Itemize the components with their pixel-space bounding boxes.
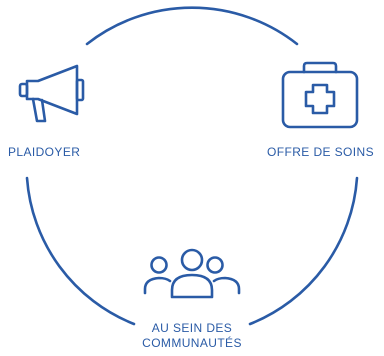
megaphone-icon (18, 64, 85, 123)
arc-right (248, 176, 359, 326)
label-plaidoyer: PLAIDOYER (8, 145, 81, 159)
label-communautes: AU SEIN DES COMMUNAUTÉS (92, 321, 292, 351)
label-offre-de-soins: OFFRE DE SOINS (267, 145, 374, 159)
group-people-icon (143, 248, 241, 299)
arc-top (85, 6, 299, 46)
label-communautes-line2: COMMUNAUTÉS (142, 336, 242, 350)
label-communautes-line1: AU SEIN DES (151, 321, 233, 335)
arc-left (25, 176, 136, 326)
medical-kit-icon (281, 61, 359, 129)
